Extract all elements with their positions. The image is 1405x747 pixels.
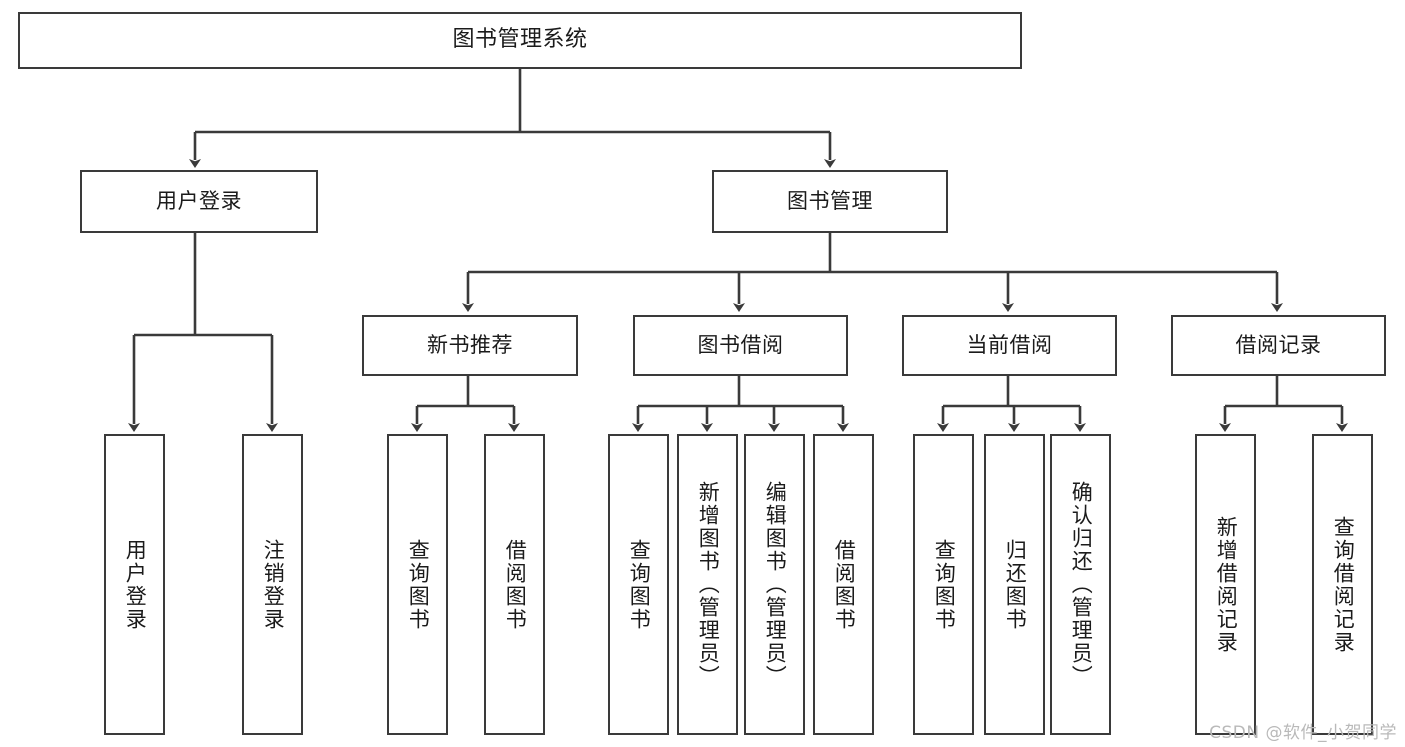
leaf-return-book[interactable]: 归还图书 — [984, 434, 1045, 735]
node-borrow-record[interactable]: 借阅记录 — [1171, 315, 1386, 376]
node-current-borrow[interactable]: 当前借阅 — [902, 315, 1117, 376]
leaf-edit-book-label: 编辑图书（管理员） — [763, 481, 788, 688]
node-current-borrow-label: 当前借阅 — [966, 332, 1053, 357]
leaf-return-book-label: 归还图书 — [1003, 538, 1028, 631]
leaf-logout-login[interactable]: 注销登录 — [242, 434, 303, 735]
leaf-user-login[interactable]: 用户登录 — [104, 434, 165, 735]
node-borrow-record-label: 借阅记录 — [1235, 332, 1322, 357]
leaf-user-login-label: 用户登录 — [123, 538, 148, 631]
node-user-login[interactable]: 用户登录 — [80, 170, 318, 233]
leaf-borrow-book-1[interactable]: 借阅图书 — [484, 434, 545, 735]
leaf-edit-book[interactable]: 编辑图书（管理员） — [744, 434, 805, 735]
leaf-add-record-label: 新增借阅记录 — [1214, 515, 1239, 654]
leaf-query-book-3-label: 查询图书 — [932, 538, 957, 631]
leaf-query-book-2[interactable]: 查询图书 — [608, 434, 669, 735]
leaf-query-book-3[interactable]: 查询图书 — [913, 434, 974, 735]
node-user-login-label: 用户登录 — [156, 188, 242, 213]
leaf-query-book-2-label: 查询图书 — [627, 538, 652, 631]
leaf-add-book[interactable]: 新增图书（管理员） — [677, 434, 738, 735]
node-book-borrow[interactable]: 图书借阅 — [633, 315, 848, 376]
leaf-query-record-label: 查询借阅记录 — [1331, 515, 1356, 654]
leaf-borrow-book-1-label: 借阅图书 — [503, 538, 528, 631]
node-root[interactable]: 图书管理系统 — [18, 12, 1022, 69]
node-book-borrow-label: 图书借阅 — [697, 332, 784, 357]
csdn-watermark: CSDN @软件_小贺同学 — [1209, 723, 1397, 743]
leaf-logout-login-label: 注销登录 — [261, 538, 286, 631]
node-book-manage[interactable]: 图书管理 — [712, 170, 948, 233]
leaf-confirm-return-label: 确认归还（管理员） — [1069, 481, 1094, 688]
leaf-query-book-1[interactable]: 查询图书 — [387, 434, 448, 735]
node-new-book-recommend-label: 新书推荐 — [427, 332, 513, 357]
node-new-book-recommend[interactable]: 新书推荐 — [362, 315, 578, 376]
node-root-label: 图书管理系统 — [452, 27, 588, 53]
leaf-add-book-label: 新增图书（管理员） — [696, 481, 721, 688]
leaf-confirm-return[interactable]: 确认归还（管理员） — [1050, 434, 1111, 735]
leaf-borrow-book-2-label: 借阅图书 — [832, 538, 857, 631]
leaf-borrow-book-2[interactable]: 借阅图书 — [813, 434, 874, 735]
leaf-query-book-1-label: 查询图书 — [406, 538, 431, 631]
leaf-query-record[interactable]: 查询借阅记录 — [1312, 434, 1373, 735]
leaf-add-record[interactable]: 新增借阅记录 — [1195, 434, 1256, 735]
node-book-manage-label: 图书管理 — [787, 188, 873, 213]
